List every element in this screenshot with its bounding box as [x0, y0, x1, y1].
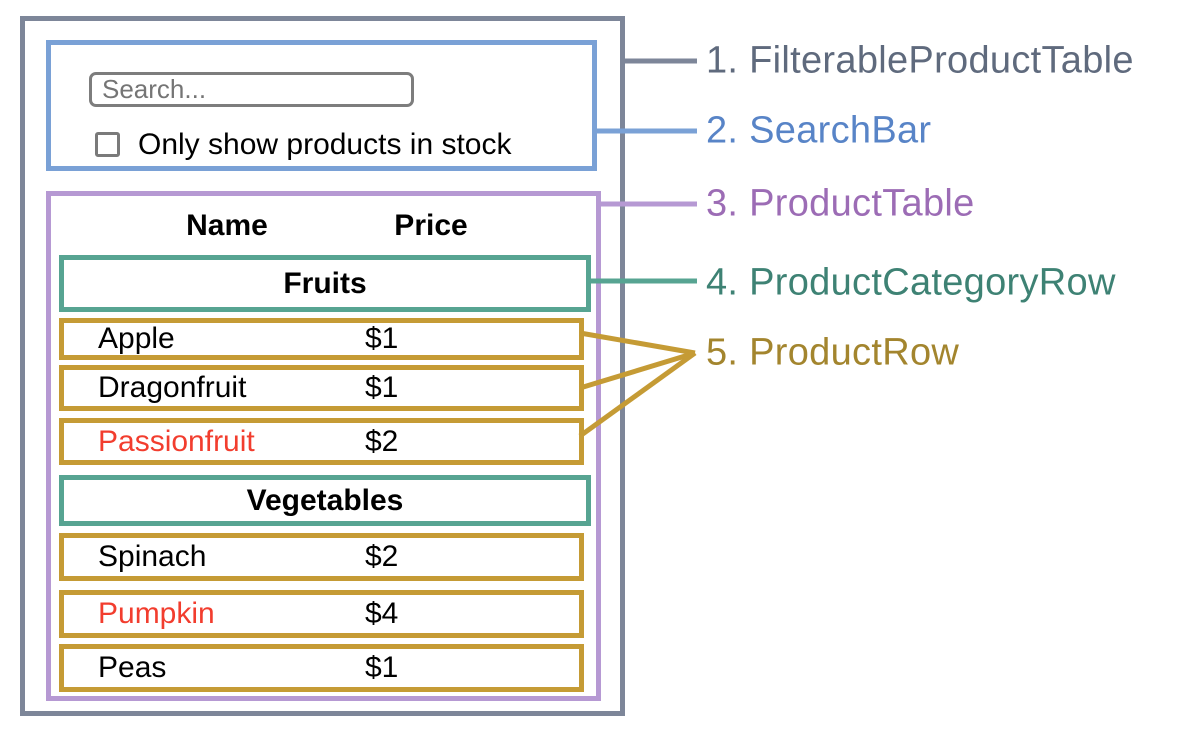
table-header-row: Name Price	[59, 205, 591, 247]
product-name: Dragonfruit	[98, 371, 247, 404]
search-input[interactable]	[89, 72, 414, 107]
product-name: Spinach	[98, 540, 207, 573]
product-price: $1	[365, 371, 399, 404]
product-name: Peas	[98, 651, 167, 684]
product-row-passionfruit: Passionfruit $2	[59, 418, 584, 465]
in-stock-checkbox[interactable]	[95, 132, 120, 157]
category-row-fruits: Fruits	[59, 255, 591, 312]
product-price: $4	[365, 597, 399, 630]
product-row-apple: Apple $1	[59, 318, 584, 360]
product-price: $2	[365, 540, 399, 573]
category-row-vegetables: Vegetables	[59, 475, 591, 526]
legend-search-bar: 2. SearchBar	[706, 109, 932, 152]
search-bar-box	[46, 40, 597, 171]
legend-filterable-product-table: 1. FilterableProductTable	[706, 39, 1134, 82]
product-price: $1	[365, 322, 399, 355]
legend-product-row: 5. ProductRow	[706, 331, 960, 374]
column-header-price: Price	[394, 209, 468, 242]
product-row-spinach: Spinach $2	[59, 533, 584, 581]
product-row-peas: Peas $1	[59, 644, 584, 692]
product-name: Apple	[98, 322, 175, 355]
product-table-box	[46, 191, 601, 701]
product-row-pumpkin: Pumpkin $4	[59, 590, 584, 638]
product-price: $2	[365, 424, 399, 458]
product-price: $1	[365, 651, 399, 684]
product-name: Passionfruit	[98, 424, 255, 458]
column-header-name: Name	[186, 209, 268, 242]
legend-product-table: 3. ProductTable	[706, 182, 975, 225]
category-label: Fruits	[283, 266, 367, 300]
in-stock-checkbox-label: Only show products in stock	[138, 128, 512, 161]
product-row-dragonfruit: Dragonfruit $1	[59, 365, 584, 411]
product-name: Pumpkin	[98, 597, 215, 630]
legend-product-category-row: 4. ProductCategoryRow	[706, 261, 1116, 304]
category-label: Vegetables	[246, 483, 404, 517]
